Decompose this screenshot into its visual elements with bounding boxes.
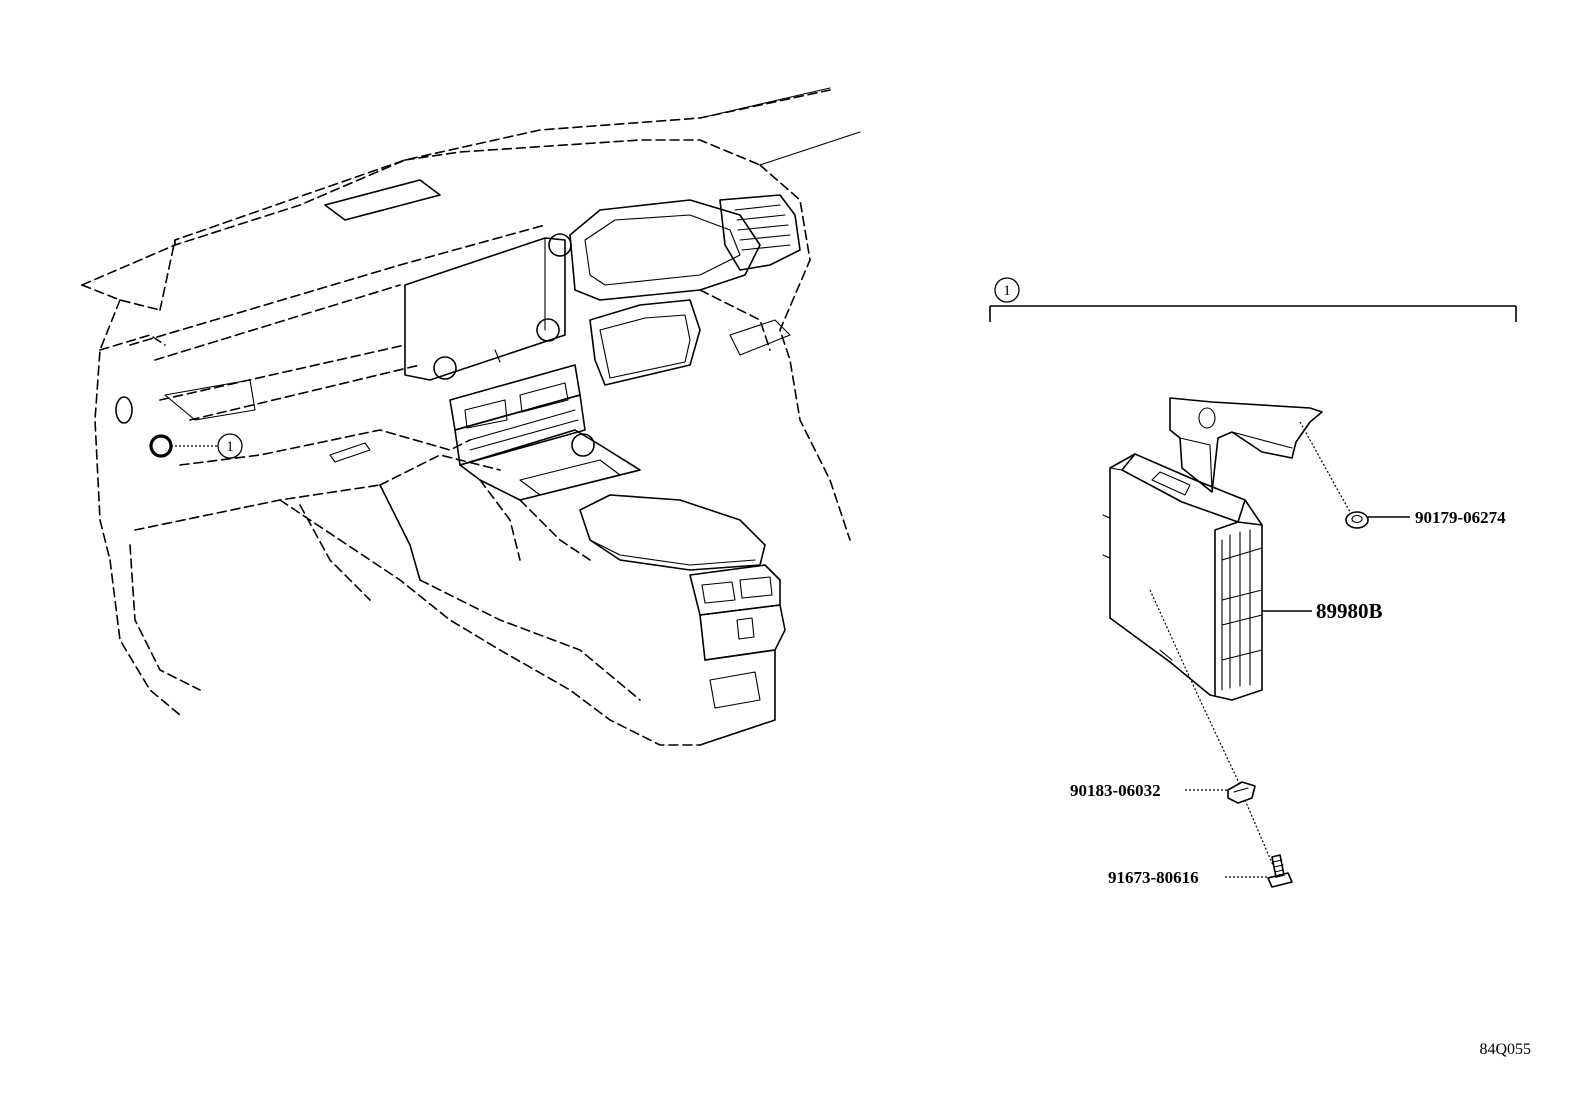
part-number-90183-06032[interactable]: 90183-06032 bbox=[1070, 781, 1161, 800]
nut-icon bbox=[1345, 511, 1369, 529]
callout-1-assembly[interactable]: 1 bbox=[994, 277, 1020, 303]
part-number-90179-06274[interactable]: 90179-06274 bbox=[1415, 508, 1506, 527]
clip-icon bbox=[1227, 781, 1256, 804]
bolt-icon bbox=[1267, 854, 1293, 888]
part-number-89980B[interactable]: 89980B bbox=[1316, 599, 1383, 623]
illustration-code: 84Q055 bbox=[1479, 1041, 1531, 1058]
assembly-range-bracket bbox=[989, 305, 1517, 322]
callout-1-dashboard-label: 1 bbox=[226, 439, 234, 455]
ecu-location-marker bbox=[149, 434, 173, 458]
bracket-illustration bbox=[1169, 397, 1323, 493]
callout-1-dashboard[interactable]: 1 bbox=[217, 433, 243, 459]
callout-1-assembly-label: 1 bbox=[1003, 283, 1011, 299]
ecu-module-illustration bbox=[1102, 453, 1263, 786]
dashboard-illustration bbox=[81, 87, 861, 746]
part-number-91673-80616[interactable]: 91673-80616 bbox=[1108, 868, 1199, 887]
